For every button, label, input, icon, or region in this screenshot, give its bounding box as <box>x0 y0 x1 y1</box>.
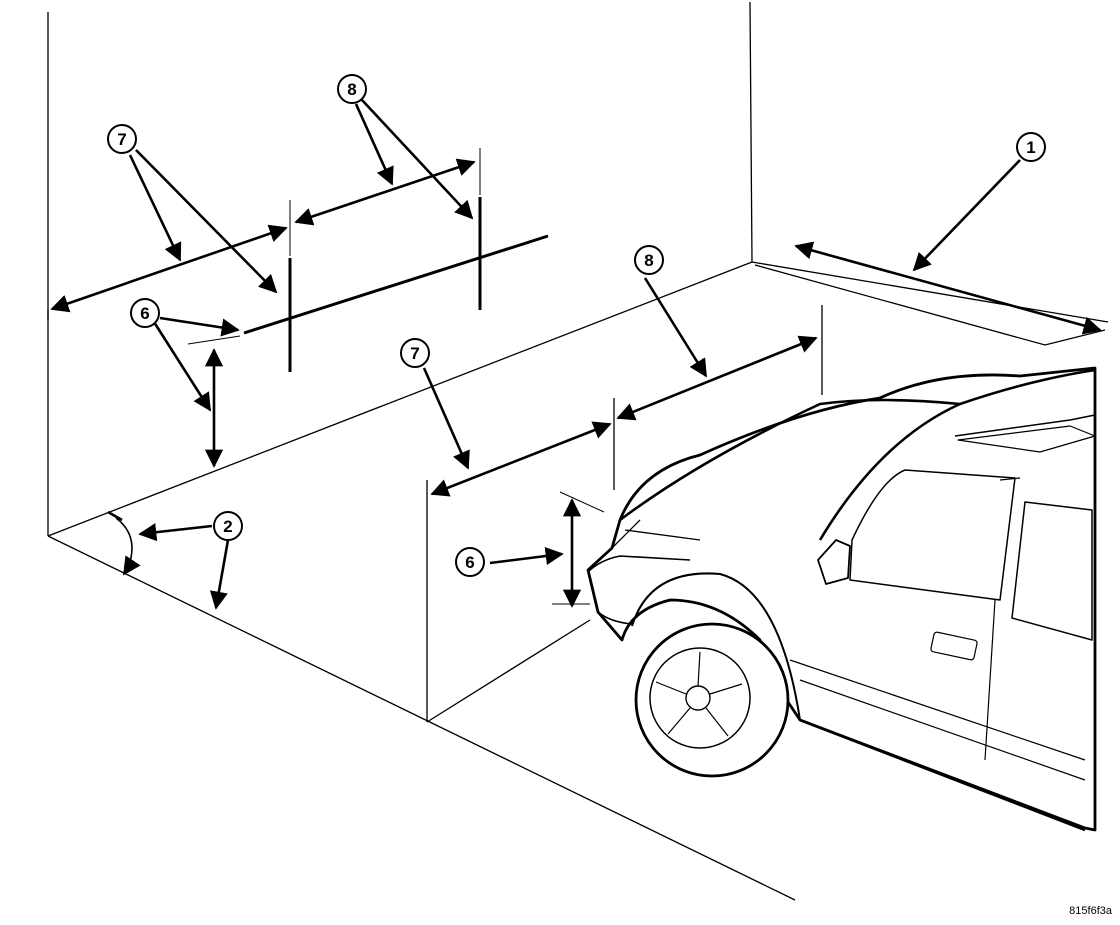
door-line <box>984 477 1021 761</box>
svg-text:8: 8 <box>347 80 356 99</box>
dim-8-screen <box>616 335 818 421</box>
rear-side-window <box>1011 501 1093 641</box>
callout-2: 2 <box>213 511 243 541</box>
door-handle <box>930 631 978 661</box>
angle-indicator <box>115 517 133 569</box>
floor-marking-strip <box>754 264 1106 346</box>
svg-text:6: 6 <box>465 553 474 572</box>
svg-text:7: 7 <box>410 344 419 363</box>
screen-base-line <box>426 619 591 723</box>
vehicle-body <box>586 366 1097 832</box>
fender-flare <box>631 572 801 721</box>
angle-arc <box>115 517 133 569</box>
floor-left-edge <box>47 535 796 901</box>
dim-7-wall <box>50 224 288 313</box>
dim-7-screen <box>430 421 612 497</box>
callout-7-right: 7 <box>400 338 430 368</box>
vehicle <box>586 366 1097 832</box>
grille-edge <box>611 519 701 549</box>
svg-text:7: 7 <box>117 130 126 149</box>
height-ext-top <box>187 335 241 345</box>
front-side-window <box>849 469 1016 601</box>
callout-8-right: 8 <box>634 245 664 275</box>
wall-aiming-marks <box>187 148 549 372</box>
rocker-panel <box>799 718 1086 832</box>
svg-text:1: 1 <box>1026 138 1035 157</box>
wall-floor-junction <box>47 261 753 537</box>
leader-lines <box>107 99 1021 610</box>
svg-text:2: 2 <box>223 517 232 536</box>
back-wall-corner-edge <box>749 1 753 263</box>
dim-8-wall <box>294 158 476 226</box>
screen-dim-extensions <box>552 491 605 605</box>
dim-1-floor <box>794 241 1102 335</box>
dimension-arrows <box>50 158 1102 608</box>
callout-8-left: 8 <box>337 74 367 104</box>
front-bumper <box>587 555 691 625</box>
roof-edge <box>954 414 1096 437</box>
sunroof <box>957 425 1096 453</box>
svg-text:6: 6 <box>140 304 149 323</box>
wheel-hub <box>685 685 711 711</box>
callout-6-right: 6 <box>455 547 485 577</box>
hood-line <box>619 398 961 522</box>
figure-id: 815f6f3a <box>1069 905 1112 917</box>
side-mirror <box>817 539 851 585</box>
callout-1: 1 <box>1016 132 1046 162</box>
windshield-frame <box>818 368 1096 541</box>
horizontal-reference-line <box>243 234 549 335</box>
wheel-spokes <box>655 651 743 737</box>
callout-7-left: 7 <box>107 124 137 154</box>
body-side-molding <box>789 659 1086 781</box>
svg-text:8: 8 <box>644 251 653 270</box>
callout-6-left: 6 <box>130 298 160 328</box>
